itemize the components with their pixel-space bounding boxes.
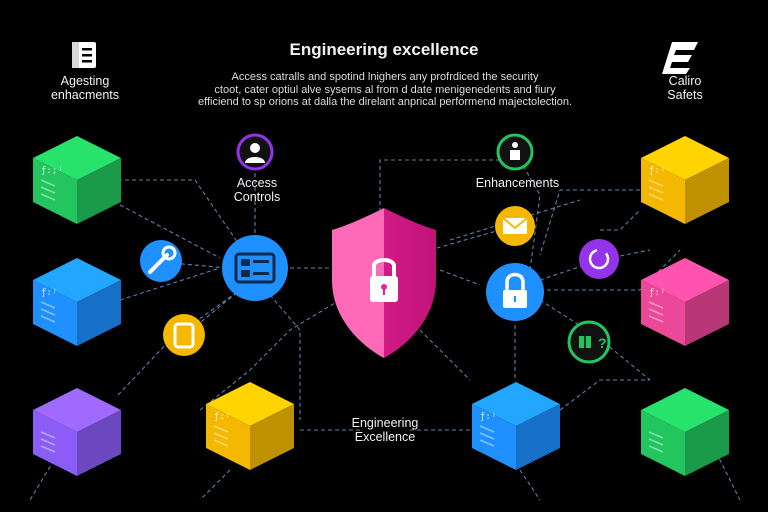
cube-label: ƒ:ʲ xyxy=(649,288,665,298)
wrench-icon xyxy=(140,240,182,282)
cube-label: ƒ:;ʲ xyxy=(41,166,63,176)
page-title: Engineering excellence xyxy=(289,40,479,59)
cube-bottom-left xyxy=(33,388,121,476)
access-controls-line: Access xyxy=(236,176,278,190)
description-text: Access catralls and spotind lnighers any… xyxy=(150,71,620,109)
cube-top-left: ƒ:;ʲ xyxy=(33,136,121,224)
refresh-icon xyxy=(579,239,619,279)
lock-icon xyxy=(486,263,544,321)
corner-left-line: enhacments xyxy=(50,88,120,103)
access-controls-line: Controls xyxy=(233,190,281,205)
cube-bottom-right xyxy=(641,388,729,476)
cubes: ƒ:;ʲ ƒ:ʲ ƒ:ʲ ƒ:ʲ ƒ:ʲ ƒ:ʲ xyxy=(33,136,729,476)
shield-lock-icon xyxy=(332,208,436,358)
access-controls-label: Access Controls xyxy=(215,176,299,205)
cube-label: ƒ:ʲ xyxy=(649,166,665,176)
user-icon xyxy=(236,133,274,171)
gift-icon: ? xyxy=(567,320,611,364)
cube-bottom-center-right: ƒ:ʲ xyxy=(472,382,560,470)
corner-left-label: Agesting enhacments xyxy=(20,74,150,103)
document-icon xyxy=(72,42,96,68)
mail-icon xyxy=(495,206,535,246)
cube-bottom-center-left: ƒ:ʲ xyxy=(206,382,294,470)
corner-left-line: Agesting xyxy=(60,74,110,88)
person-icon xyxy=(496,133,534,171)
enhancements-label: Enhancements xyxy=(475,176,560,190)
cube-label: ƒ:ʲ xyxy=(214,412,230,422)
engineering-excellence-label: Engineering Excellence xyxy=(325,416,445,445)
corner-right-line: Caliro xyxy=(668,74,702,88)
description-line: Access catralls and spotind lnighers any… xyxy=(231,71,539,83)
dashboard-icon xyxy=(222,235,288,301)
cube-mid-left: ƒ:ʲ xyxy=(33,258,121,346)
svg-text:?: ? xyxy=(598,335,607,351)
description-line: ctoot, cater optiul alve sysems al from … xyxy=(214,83,556,96)
phone-icon xyxy=(163,314,205,356)
cube-top-right: ƒ:ʲ xyxy=(641,136,729,224)
description-line: efficiend to sp orions at dalla the dire… xyxy=(197,96,572,109)
cube-label: ƒ:ʲ xyxy=(41,288,57,298)
cube-mid-right: ƒ:ʲ xyxy=(641,258,729,346)
cube-label: ƒ:ʲ xyxy=(480,412,496,422)
corner-right-line: Safets xyxy=(667,88,703,103)
corner-right-label: Caliro Safets xyxy=(640,74,730,103)
engineering-excellence-line: Excellence xyxy=(354,430,416,445)
engineering-excellence-line: Engineering xyxy=(351,416,419,430)
brand-logo xyxy=(662,42,698,74)
